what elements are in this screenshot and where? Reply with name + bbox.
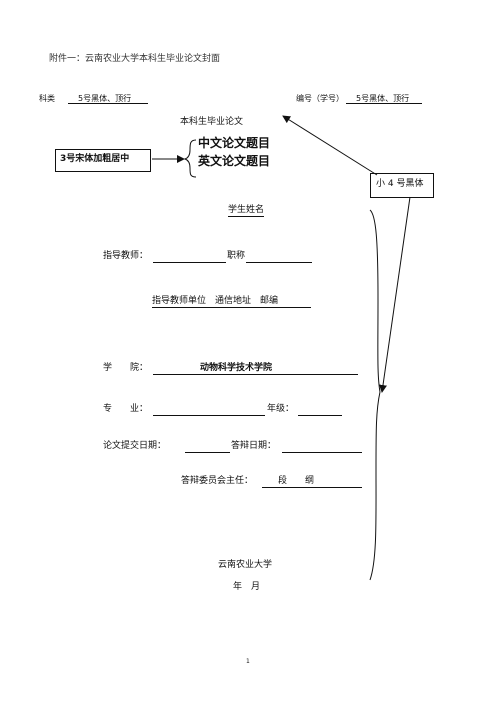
advisor-input-line[interactable]	[153, 262, 226, 263]
category-label: 科类	[39, 94, 55, 103]
college-value: 动物科学技术学院	[200, 363, 273, 373]
thesis-type-arrow	[282, 115, 378, 176]
title-cn: 中文论文题目	[198, 136, 271, 150]
title-style-note-box: 3号宋体加粗居中	[55, 149, 151, 172]
small4-note-box: 小 4 号黑体	[370, 173, 434, 198]
title-brace	[183, 139, 197, 178]
right-brace-upper	[369, 209, 381, 393]
number-field[interactable]: 5号黑体、顶行	[346, 95, 422, 104]
job-title-label: 职称	[227, 251, 246, 261]
number-label: 编号（学号）	[296, 94, 344, 103]
title-en: 英文论文题目	[198, 154, 271, 168]
student-name: 学生姓名	[228, 205, 265, 217]
college-input-line[interactable]	[153, 374, 358, 375]
page-number: 1	[246, 658, 250, 665]
category-field[interactable]: 5号黑体、顶行	[68, 95, 148, 104]
committee-input-line[interactable]	[262, 487, 362, 488]
university-name: 云南农业大学	[218, 560, 273, 570]
grade-label: 年级：	[267, 404, 295, 414]
defense-date-input-line[interactable]	[282, 452, 362, 453]
year-month: 年 月	[233, 582, 261, 592]
small4-note: 小 4 号黑体	[376, 179, 424, 189]
major-label: 专 业：	[103, 404, 149, 414]
title-style-note: 3号宋体加粗居中	[60, 154, 130, 164]
submit-date-label: 论文提交日期：	[103, 441, 167, 451]
college-label: 学 院：	[103, 363, 149, 373]
brace-pointer-arrow	[379, 196, 411, 393]
submit-date-input-line[interactable]	[185, 452, 230, 453]
defense-date-label: 答辩日期：	[231, 441, 277, 451]
right-brace-lower	[369, 391, 381, 581]
grade-input-line[interactable]	[298, 415, 342, 416]
committee-value: 段 纲	[278, 476, 315, 486]
committee-label: 答辩委员会主任：	[181, 476, 254, 486]
advisor-label: 指导教师：	[103, 251, 149, 261]
attachment-title: 附件一：云南农业大学本科生毕业论文封面	[49, 54, 221, 64]
job-title-input-line[interactable]	[246, 262, 312, 263]
thesis-type: 本科生毕业论文	[180, 117, 244, 127]
advisor-unit-line[interactable]: 指导教师单位 通信地址 邮编	[152, 297, 311, 308]
major-input-line[interactable]	[153, 415, 265, 416]
